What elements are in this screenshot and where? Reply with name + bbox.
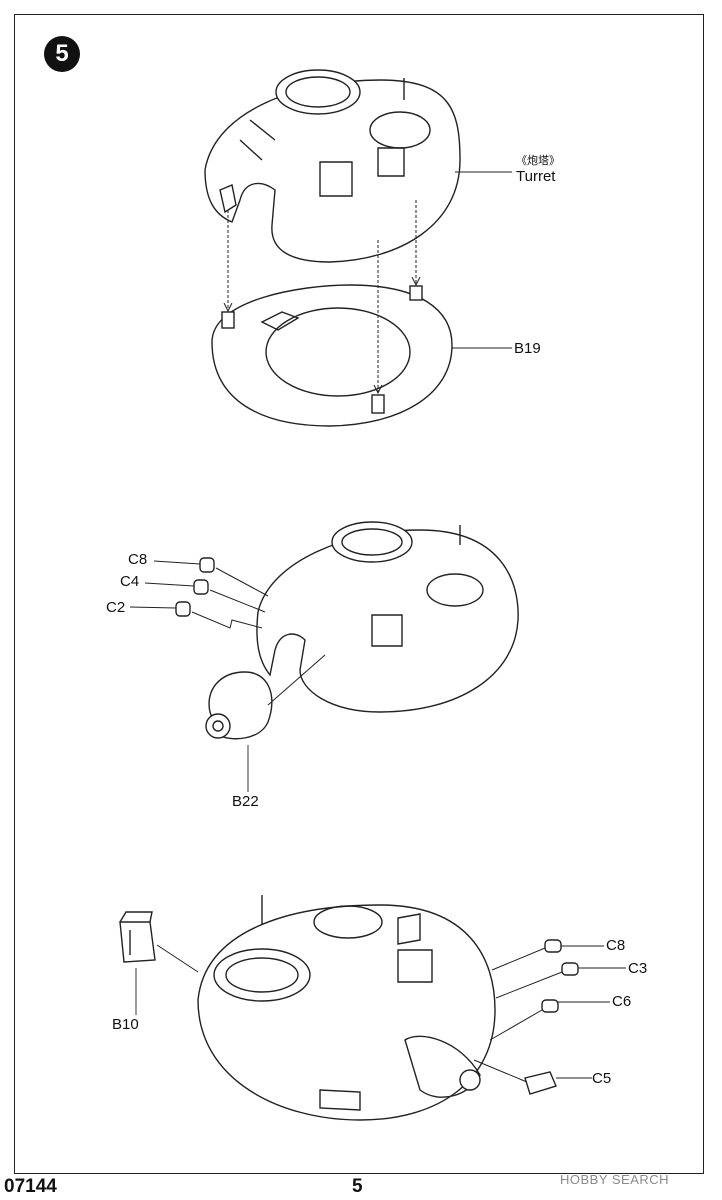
label-c8-right: C8 (606, 937, 626, 954)
label-c3: C3 (628, 960, 648, 977)
label-b10: B10 (112, 1016, 139, 1033)
part-c4 (193, 579, 266, 613)
kit-number: 07144 (4, 1176, 57, 1197)
leader-c8-left (153, 560, 201, 565)
turret-drawing-top (204, 69, 461, 263)
part-c8-right (491, 939, 562, 971)
page-frame (14, 14, 704, 1174)
part-b10 (119, 911, 199, 973)
ring-b19-drawing (211, 284, 453, 427)
part-c6 (489, 999, 559, 1041)
part-b22 (205, 654, 326, 740)
label-b19: B19 (514, 340, 541, 357)
assembly-arrows-top (223, 200, 421, 395)
label-turret: Turret (516, 168, 556, 185)
watermark-text: HOBBY SEARCH (560, 1172, 670, 1187)
label-turret-chinese: 《炮塔》 (516, 155, 560, 167)
label-b22: B22 (232, 793, 259, 810)
part-c3 (495, 962, 579, 999)
leader-c4 (144, 582, 195, 587)
step-number-badge: 5 (44, 36, 80, 72)
label-c4: C4 (120, 573, 140, 590)
part-c2 (175, 601, 263, 629)
label-c8-left: C8 (128, 551, 148, 568)
label-c2: C2 (106, 599, 126, 616)
part-c8-left (199, 557, 269, 597)
turret-drawing-bottom (197, 895, 496, 1121)
step-number: 5 (55, 40, 69, 67)
label-c6: C6 (612, 993, 632, 1010)
leader-c2 (129, 606, 177, 609)
page-number: 5 (352, 1176, 363, 1197)
label-c5: C5 (592, 1070, 612, 1087)
turret-drawing-middle (256, 521, 519, 713)
part-c5 (473, 1059, 557, 1095)
